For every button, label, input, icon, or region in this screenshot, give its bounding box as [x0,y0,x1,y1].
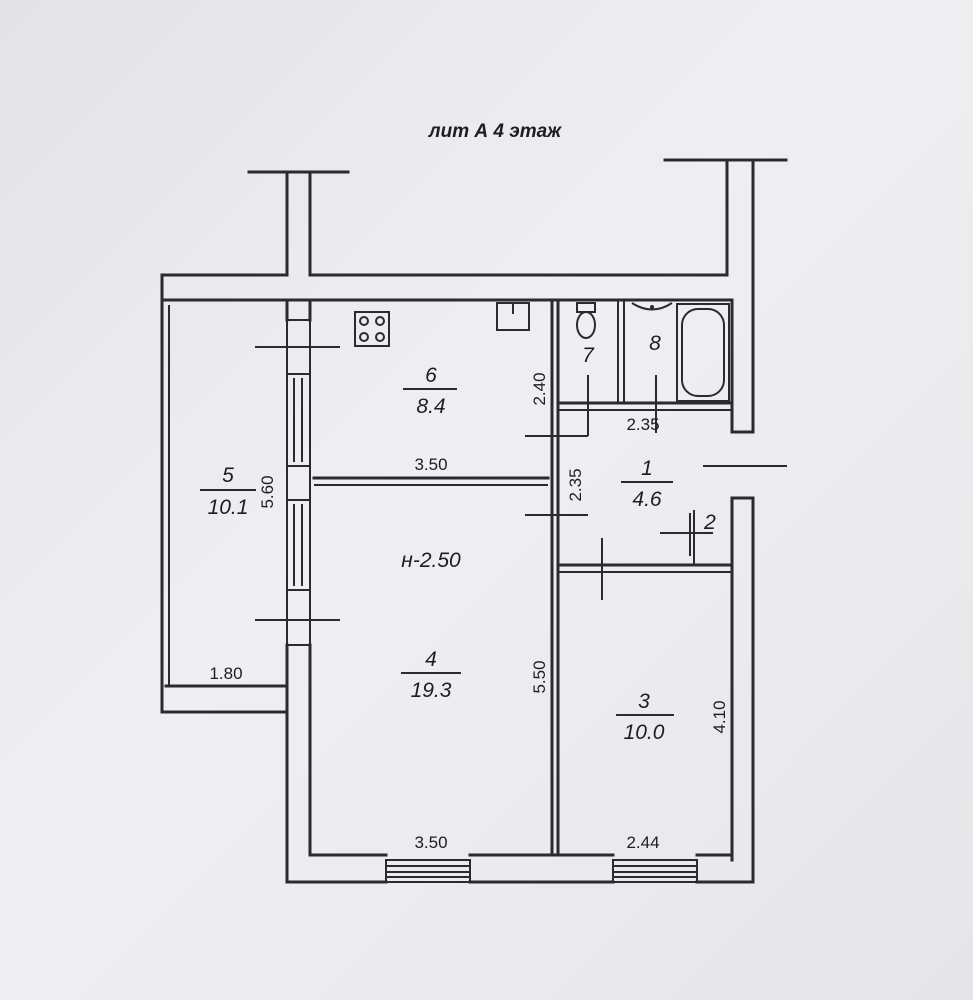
toilet-icon [576,302,596,339]
room-number: 3 [638,690,650,713]
room-label-2: 2 [703,511,716,534]
balcony-outline [160,298,289,714]
room-label-8: 8 [649,332,661,355]
dim-balcony-width: 1.80 [209,664,242,683]
interior-walls [312,298,734,857]
bathtub-icon [676,303,730,402]
dim-living-width: 3.50 [414,833,447,852]
dim-living-depth: 5.50 [530,660,549,693]
balcony-window-strip [286,319,311,646]
outer-walls [160,273,755,884]
room-area: 8.4 [416,395,445,418]
room-number: 4 [425,648,437,671]
stove-icon [354,311,390,347]
room-area: 19.3 [411,679,452,702]
dim-hall-depth: 2.35 [566,468,585,501]
dim-hall-width: 2.35 [626,415,659,434]
room-label-4: 4 19.3 [401,648,461,702]
room-label-5: 5 10.1 [200,464,256,519]
door-markers [255,346,787,621]
washbasin-icon [631,302,673,311]
room-number: 6 [425,364,437,387]
top-wall-stubs [247,158,788,277]
room-area: 4.6 [632,488,662,511]
dim-kitchen-width: 3.50 [414,455,447,474]
window-bedroom [612,859,698,883]
dim-bedroom-depth: 4.10 [710,700,729,733]
room-area: 10.1 [208,496,249,519]
room-label-7: 7 [582,344,595,367]
room-label-6: 6 8.4 [403,364,457,418]
room-number: 5 [222,464,234,487]
ceiling-height: н-2.50 [401,549,461,572]
window-living [385,859,471,883]
room-label-3: 3 10.0 [616,690,674,744]
dim-bedroom-width: 2.44 [626,833,659,852]
room-area: 10.0 [624,721,665,744]
room-label-1: 1 4.6 [621,457,673,511]
sink-icon [496,302,530,331]
dim-balcony-length: 5.60 [258,475,277,508]
room-number: 1 [641,457,653,480]
dim-kitchen-depth: 2.40 [530,372,549,405]
plan-title: лит А 4 этаж [428,121,562,142]
